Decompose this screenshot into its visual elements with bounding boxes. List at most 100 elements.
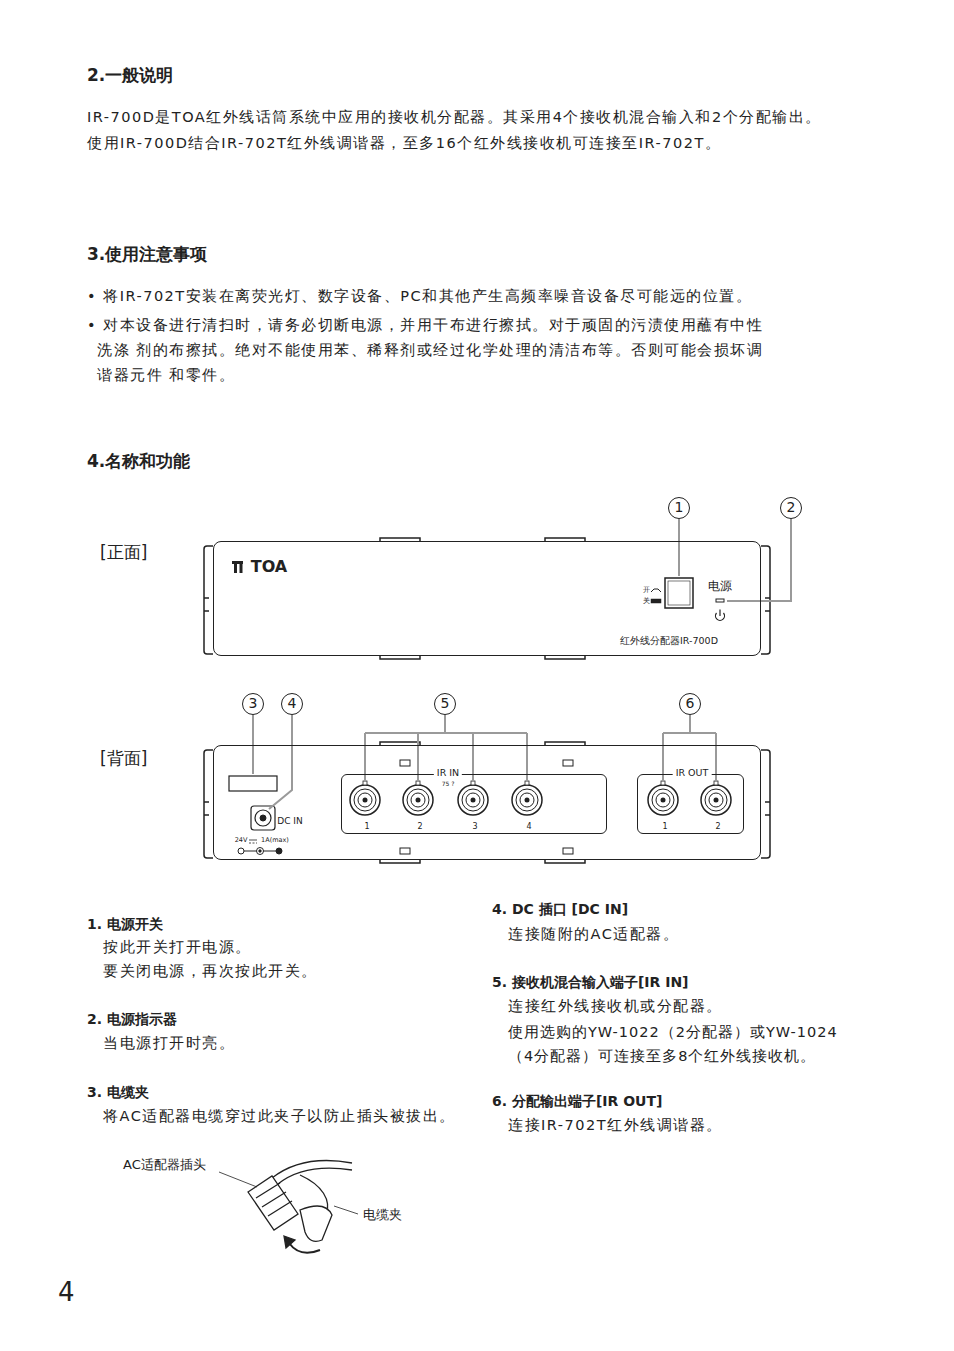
item-heading: 5. 接收机混合输入端子[IR IN] bbox=[492, 973, 689, 991]
bnc-connectors bbox=[350, 781, 731, 815]
port-number: 3 bbox=[472, 822, 477, 831]
item-heading: 3. 电缆夹 bbox=[87, 1083, 149, 1101]
rating-text: 1A(max) bbox=[261, 837, 289, 844]
rear-housing bbox=[563, 760, 573, 766]
cable-clamp-illustration bbox=[256, 1183, 292, 1216]
impedance-label: 75 ? bbox=[442, 781, 455, 788]
part-label: 电缆夹 bbox=[363, 1207, 402, 1224]
bnc-connectors bbox=[403, 781, 433, 815]
rear-housing bbox=[563, 848, 573, 854]
port-number: 4 bbox=[526, 822, 531, 831]
body-text: IR-700D是TOA红外线话筒系统中应用的接收机分配器。其采用4个接收机混合输… bbox=[87, 108, 822, 127]
cable-clamp-tag bbox=[229, 776, 277, 791]
item-text: 按此开关打开电源。 bbox=[103, 938, 252, 957]
rear-housing bbox=[204, 742, 770, 863]
item-text: 要关闭电源，再次按此开关。 bbox=[103, 962, 318, 981]
power-indicator bbox=[719, 610, 720, 617]
callout-number: 1 bbox=[668, 497, 690, 519]
cable-clamp-tag bbox=[229, 776, 277, 791]
port-number: 2 bbox=[417, 822, 422, 831]
rear-housing bbox=[380, 860, 585, 863]
cable-clamp-illustration bbox=[300, 1206, 332, 1241]
model-name: 红外线分配器IR-700D bbox=[620, 636, 718, 647]
dc-symbol bbox=[249, 840, 257, 843]
callout-number: 4 bbox=[281, 693, 303, 715]
front-housing bbox=[204, 538, 770, 659]
power-indicator bbox=[716, 599, 724, 602]
polarity-symbol bbox=[257, 848, 264, 855]
callout-number: 5 bbox=[434, 693, 456, 715]
section-heading: 4.名称和功能 bbox=[87, 450, 190, 472]
callout-number: 3 bbox=[242, 693, 264, 715]
leader-line bbox=[219, 1172, 257, 1187]
bnc-connectors bbox=[458, 781, 488, 815]
group-label: IR OUT bbox=[673, 768, 712, 779]
power-switch bbox=[651, 578, 693, 608]
polarity-symbol bbox=[240, 851, 280, 852]
callout-number: 6 bbox=[679, 693, 701, 715]
item-text: 连接随附的AC适配器。 bbox=[508, 925, 679, 944]
dc-symbol bbox=[249, 840, 257, 843]
brand-logo: TOA bbox=[251, 558, 287, 576]
rear-housing bbox=[204, 802, 209, 815]
section-heading: 3.使用注意事项 bbox=[87, 243, 207, 265]
item-text: 连接红外线接收机或分配器。 bbox=[508, 997, 723, 1016]
item-text: 使用选购的YW-1022（2分配器）或YW-1024 （4分配器）可连接至多8个… bbox=[508, 1020, 853, 1068]
page-number: 4 bbox=[58, 1276, 75, 1310]
view-label: [正面] bbox=[100, 541, 147, 563]
item-text: 当电源打开时亮。 bbox=[103, 1034, 235, 1053]
group-label: IR IN bbox=[434, 768, 462, 779]
leader-line bbox=[663, 715, 716, 782]
bullet-text: • 将IR-702T安装在离荧光灯、数字设备、PC和其他产生高频率噪音设备尽可能… bbox=[87, 287, 752, 306]
leader-line bbox=[219, 1172, 358, 1214]
rear-housing bbox=[400, 760, 410, 766]
rear-panel: DC IN24V1A(max)IR IN75 ?1234IR OUT12 bbox=[213, 745, 761, 860]
power-indicator bbox=[716, 599, 725, 620]
item-heading: 6. 分配输出端子[IR OUT] bbox=[492, 1092, 662, 1110]
switch-mark: 关 bbox=[643, 597, 650, 605]
indicator-label: 电源 bbox=[708, 580, 732, 594]
view-label: [背面] bbox=[100, 747, 147, 769]
bnc-connectors bbox=[701, 781, 731, 815]
rear-housing bbox=[765, 802, 770, 815]
rear-housing bbox=[400, 848, 410, 854]
cable-clamp-illustration bbox=[248, 1176, 298, 1230]
input-group: IR IN75 ?1234 bbox=[341, 774, 607, 834]
dc-jack bbox=[260, 815, 266, 821]
dc-jack bbox=[251, 806, 275, 830]
bnc-connectors bbox=[350, 781, 380, 815]
front-housing bbox=[765, 598, 770, 611]
toa-logo bbox=[232, 561, 243, 564]
leader-line bbox=[253, 519, 791, 809]
toa-logo bbox=[240, 564, 243, 573]
cable-clamp-illustration bbox=[289, 1243, 320, 1253]
part-label: AC适配器插头 bbox=[123, 1157, 206, 1174]
rear-housing bbox=[761, 750, 770, 858]
item-heading: 1. 电源开关 bbox=[87, 915, 163, 933]
front-housing bbox=[380, 656, 585, 659]
leader-line bbox=[334, 1206, 358, 1214]
power-switch bbox=[668, 581, 690, 605]
bnc-connectors bbox=[648, 781, 678, 815]
polarity-symbol bbox=[238, 848, 244, 854]
leader-line bbox=[269, 715, 292, 809]
port-number: 2 bbox=[715, 822, 720, 831]
toa-logo bbox=[234, 564, 237, 573]
toa-logo bbox=[232, 561, 243, 573]
leader-line bbox=[727, 519, 791, 601]
section-heading: 2.一般说明 bbox=[87, 64, 173, 86]
leader-line bbox=[678, 519, 680, 576]
dc-jack bbox=[255, 810, 271, 826]
front-housing bbox=[204, 546, 213, 654]
switch-mark: 开 bbox=[643, 586, 650, 594]
item-text: 将AC适配器电缆穿过此夹子以防止插头被拔出。 bbox=[103, 1107, 456, 1126]
item-text: 连接IR-702T红外线调谐器。 bbox=[508, 1116, 723, 1135]
bullet-text: • 对本设备进行清扫时，请务必切断电源，并用干布进行擦拭。对于顽固的污渍使用蘸有… bbox=[87, 313, 777, 388]
item-heading: 4. DC 插口 [DC IN] bbox=[492, 900, 628, 918]
polarity-symbol bbox=[259, 850, 261, 852]
polarity-symbol bbox=[238, 848, 282, 855]
rear-housing bbox=[204, 750, 213, 858]
item-heading: 2. 电源指示器 bbox=[87, 1010, 177, 1028]
power-switch bbox=[651, 589, 661, 592]
